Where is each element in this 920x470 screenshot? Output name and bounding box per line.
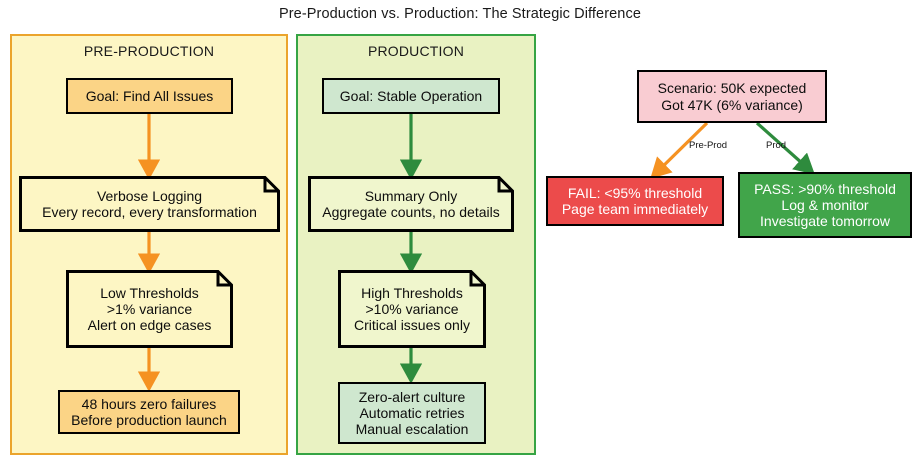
node-pre-verbose-logging-line-1: Verbose Logging [96, 187, 203, 204]
node-pass-outcome-line-1: PASS: >90% threshold [754, 180, 896, 197]
node-pre-low-thresholds-line-3: Alert on edge cases [87, 317, 212, 334]
node-fail-outcome[interactable]: FAIL: <95% threshold Page team immediate… [546, 176, 724, 226]
node-prod-summary-only-line-2: Aggregate counts, no details [322, 204, 500, 220]
node-pre-low-thresholds[interactable]: Low Thresholds >1% variance Alert on edg… [66, 270, 233, 348]
node-prod-culture-line-3: Manual escalation [355, 421, 469, 438]
node-pass-outcome-line-3: Investigate tomorrow [760, 213, 890, 230]
node-pass-outcome-line-2: Log & monitor [781, 196, 869, 213]
node-prod-high-thresholds-line-3: Critical issues only [354, 317, 470, 334]
node-prod-summary-only[interactable]: Summary Only Aggregate counts, no detail… [308, 176, 514, 232]
node-prod-high-thresholds[interactable]: High Thresholds >10% variance Critical i… [338, 270, 486, 348]
note-shape-icon [19, 176, 280, 232]
node-prod-high-thresholds-line-2: >10% variance [365, 300, 459, 317]
node-prod-summary-only-line-1: Summary Only [364, 187, 458, 204]
node-pre-low-thresholds-line-1: Low Thresholds [100, 284, 199, 301]
node-pre-verbose-logging-line-2: Every record, every transformation [42, 204, 257, 220]
node-prod-goal[interactable]: Goal: Stable Operation [322, 78, 500, 114]
node-pre-goal[interactable]: Goal: Find All Issues [66, 78, 233, 114]
note-shape-icon [66, 270, 233, 348]
node-prod-goal-line-1: Goal: Stable Operation [339, 87, 483, 104]
node-pass-outcome[interactable]: PASS: >90% threshold Log & monitor Inves… [738, 172, 912, 238]
node-scenario[interactable]: Scenario: 50K expected Got 47K (6% varia… [637, 70, 827, 123]
node-pre-low-thresholds-line-2: >1% variance [106, 300, 193, 317]
swimlane-pre-production-label: PRE-PRODUCTION [83, 43, 215, 59]
note-shape-icon [308, 176, 514, 232]
node-pre-exit-criteria[interactable]: 48 hours zero failures Before production… [58, 390, 240, 434]
node-scenario-line-1: Scenario: 50K expected [657, 80, 807, 97]
node-prod-culture-line-1: Zero-alert culture [358, 388, 466, 405]
node-fail-outcome-line-2: Page team immediately [561, 201, 709, 217]
node-pre-exit-criteria-line-2: Before production launch [71, 412, 227, 428]
node-pre-goal-line-1: Goal: Find All Issues [85, 87, 214, 104]
edge-label-pre-prod: Pre-Prod [689, 140, 728, 151]
swimlane-production-label: PRODUCTION [367, 43, 465, 59]
node-pre-exit-criteria-line-1: 48 hours zero failures [81, 395, 217, 412]
diagram-title: Pre-Production vs. Production: The Strat… [278, 6, 641, 22]
node-scenario-line-2: Got 47K (6% variance) [661, 96, 803, 113]
node-fail-outcome-line-1: FAIL: <95% threshold [567, 184, 703, 201]
node-prod-high-thresholds-line-1: High Thresholds [361, 284, 463, 301]
edge-label-prod: Prod [766, 140, 787, 151]
node-prod-culture[interactable]: Zero-alert culture Automatic retries Man… [338, 382, 486, 444]
note-shape-icon [338, 270, 486, 348]
node-prod-culture-line-2: Automatic retries [359, 404, 465, 421]
node-pre-verbose-logging[interactable]: Verbose Logging Every record, every tran… [19, 176, 280, 232]
